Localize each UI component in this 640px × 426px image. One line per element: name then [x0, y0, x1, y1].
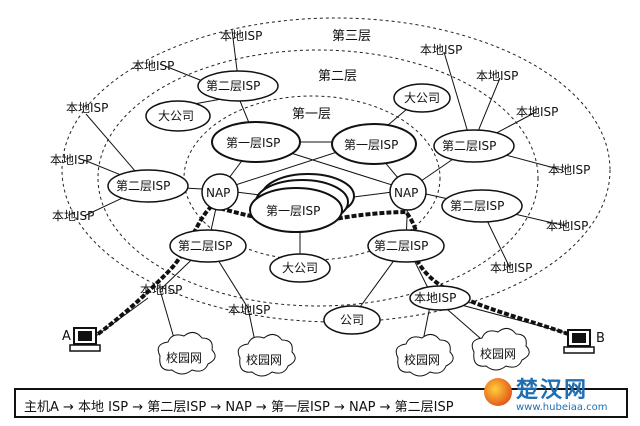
- local-isp-label: 本地ISP: [140, 283, 182, 297]
- route-caption: 主机A → 本地 ISP → 第二层ISP → NAP → 第一层ISP → N…: [24, 400, 454, 415]
- tier1-isp-right-label: 第一层ISP: [344, 138, 398, 152]
- big-company-top-right: [393, 83, 451, 113]
- campus-networks: [157, 328, 530, 377]
- local-isp-label: 本地ISP: [476, 69, 518, 83]
- host-a: [69, 327, 101, 352]
- watermark-title: 楚汉网: [516, 378, 589, 403]
- tier2-isp-right-top: [433, 129, 515, 163]
- tier1-isp-center-label: 第一层ISP: [266, 204, 320, 218]
- local-isp-label: 本地ISP: [420, 43, 462, 57]
- nap-left: [201, 173, 239, 211]
- route-caption-box: 主机A → 本地 ISP → 第二层ISP → NAP → 第一层ISP → N…: [14, 388, 628, 418]
- big-company-bottom-label: 大公司: [282, 261, 318, 275]
- big-company-top-left-label: 大公司: [158, 109, 194, 123]
- tier2-isp-right-mid-label: 第二层ISP: [450, 199, 504, 213]
- local-isp-label: 本地ISP: [490, 261, 532, 275]
- tier1-isp-left: [211, 121, 301, 163]
- layer-1-ring: [183, 95, 441, 261]
- tier1-isp-center: [249, 187, 343, 233]
- tier2-isp-top-label: 第二层ISP: [206, 79, 260, 93]
- local-isp-label: 本地ISP: [228, 303, 270, 317]
- watermark-logo-icon: [484, 378, 512, 406]
- watermark-url: www.hubeiaa.com: [516, 402, 608, 413]
- local-isp-label: 本地ISP: [546, 219, 588, 233]
- layer-3-label: 第三层: [332, 29, 371, 44]
- layer-3-ring: [61, 17, 611, 323]
- tier1-isp-right: [331, 123, 417, 165]
- host-b: [563, 329, 595, 354]
- tier2-isp-right-mid: [441, 189, 523, 223]
- local-isps: 本地ISP 本地ISP 本地ISP 本地ISP 本地ISP 本地ISP 本地IS…: [50, 29, 590, 317]
- host-b-label: B: [596, 331, 605, 346]
- nap-right-label: NAP: [394, 186, 418, 200]
- campus-network-label: 校园网: [166, 350, 202, 365]
- local-isp-label: 本地ISP: [414, 291, 456, 305]
- local-isp-label: 本地ISP: [220, 29, 262, 43]
- tier2-isp-left: [107, 169, 189, 203]
- layer-1-label: 第一层: [292, 107, 331, 122]
- local-isp-label: 本地ISP: [50, 153, 92, 167]
- tier2-isp-bottom-right: [367, 229, 445, 263]
- campus-network-label: 校园网: [404, 352, 440, 367]
- nap-right: [389, 173, 427, 211]
- campus-network-label: 校园网: [480, 346, 516, 361]
- local-isp-label: 本地ISP: [516, 105, 558, 119]
- local-isp-label: 本地ISP: [132, 59, 174, 73]
- tier2-isp-bottom-left-label: 第二层ISP: [178, 239, 232, 253]
- layer-2-label: 第二层: [318, 69, 357, 84]
- local-isp-label: 本地ISP: [548, 163, 590, 177]
- tier2-isp-right-top-label: 第二层ISP: [442, 139, 496, 153]
- big-company-top-left: [145, 100, 211, 132]
- tier2-isp-left-label: 第二层ISP: [116, 179, 170, 193]
- local-isp-label: 本地ISP: [52, 209, 94, 223]
- company: [323, 305, 381, 335]
- nap-left-label: NAP: [206, 186, 230, 200]
- host-a-label: A: [62, 329, 71, 344]
- tier2-isp-top: [197, 70, 279, 102]
- layer-2-ring: [97, 49, 539, 307]
- tier2-isp-bottom-left: [169, 229, 247, 263]
- big-company-top-right-label: 大公司: [404, 91, 440, 105]
- watermark: 楚汉网 www.hubeiaa.com: [476, 372, 636, 422]
- route-path: [96, 203, 575, 338]
- big-company-bottom: [269, 253, 331, 283]
- campus-network-label: 校园网: [246, 352, 282, 367]
- tier2-isp-bottom-right-label: 第二层ISP: [374, 239, 428, 253]
- company-label: 公司: [340, 313, 364, 327]
- local-isp-label: 本地ISP: [66, 101, 108, 115]
- tier1-isp-left-label: 第一层ISP: [226, 136, 280, 150]
